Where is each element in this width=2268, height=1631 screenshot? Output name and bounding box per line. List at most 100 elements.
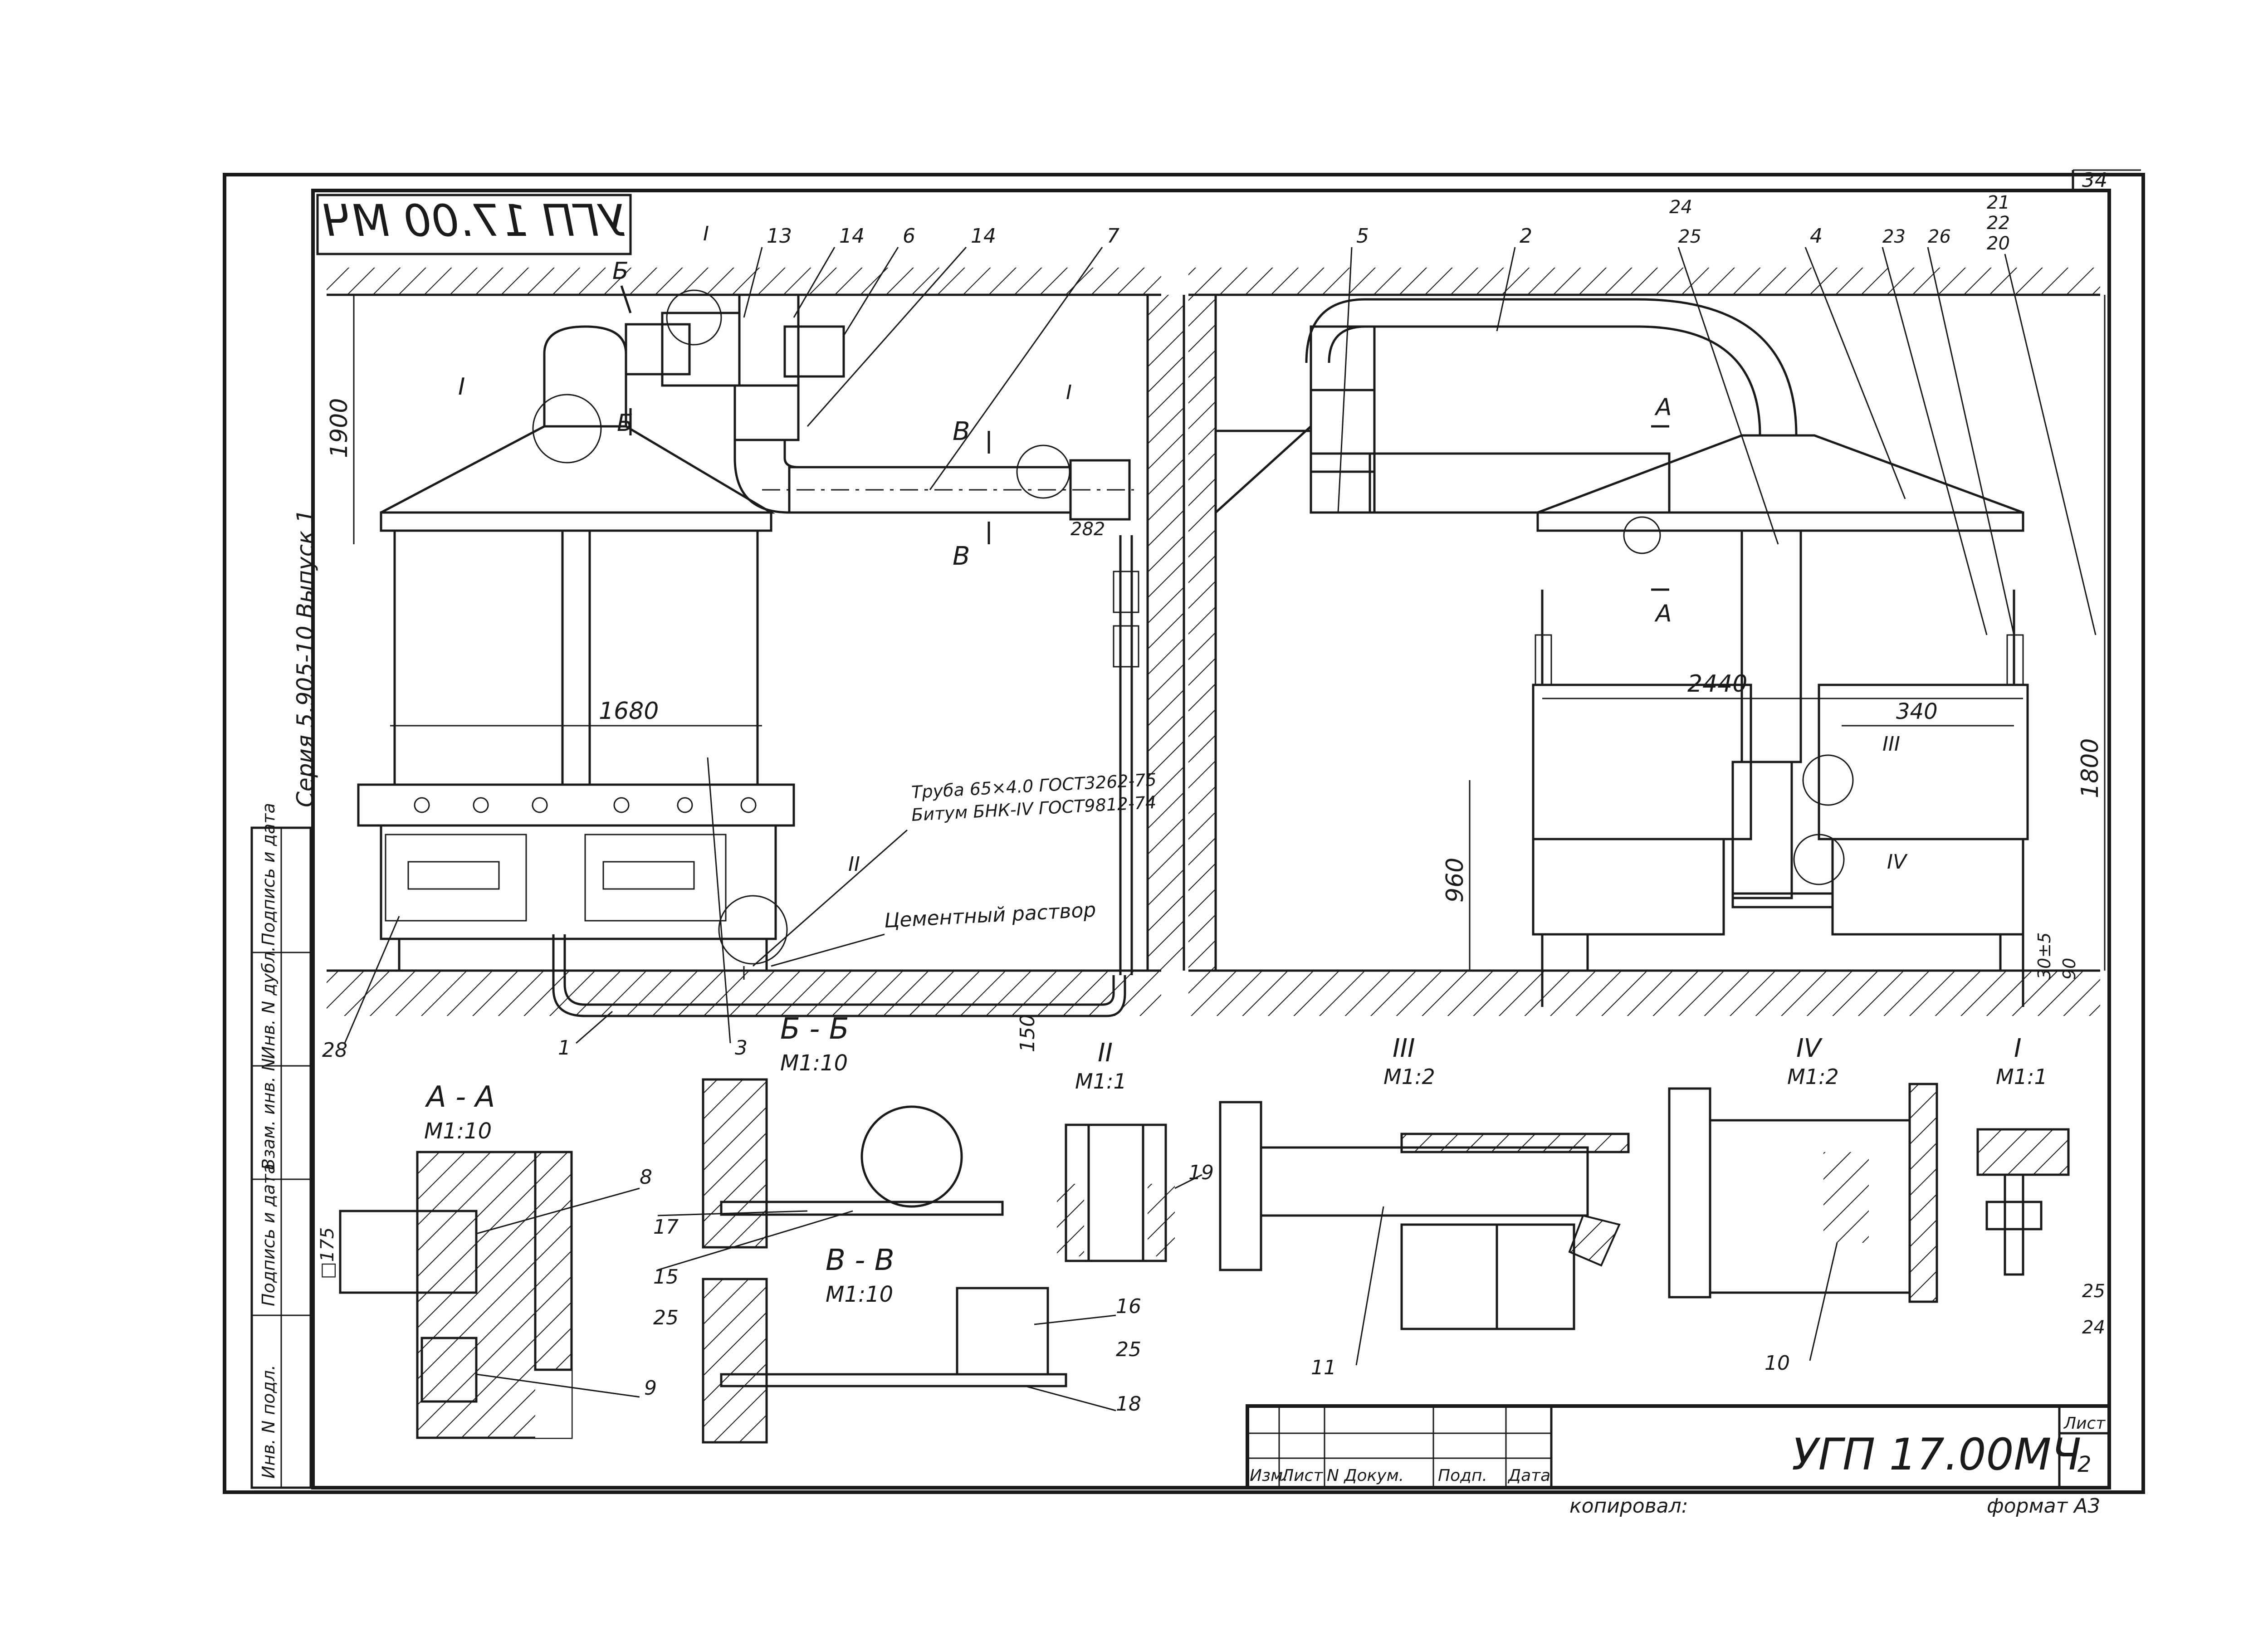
detail-III-scale: М1:2 [1383, 1065, 1435, 1089]
stamp-replace-inv: Взам. инв. N [259, 1058, 279, 1170]
mark-III-right: III [1882, 732, 1900, 756]
callout-10: 10 [1765, 1352, 1790, 1375]
detail-III-title: III [1393, 1034, 1415, 1063]
section-A-A: А - А М1:10 8 9 □175 [317, 1080, 657, 1439]
callout-28: 28 [322, 1039, 347, 1062]
detail-IV-title: IV [1796, 1034, 1823, 1063]
dim-340: 340 [1896, 699, 1938, 724]
callout-7: 7 [1107, 225, 1119, 248]
detail-I-title: I [2014, 1034, 2022, 1063]
tb-header-sheet: Лист [1281, 1466, 1323, 1485]
dim-30: 30±5 [2034, 933, 2054, 980]
section-V-V-title: В - В [826, 1244, 894, 1277]
mark-B-top: Б [612, 258, 629, 285]
series-note: Серия 5.905-10 Выпуск 1 [292, 509, 318, 807]
callout-22: 22 [1987, 213, 2010, 234]
callout-21: 21 [1987, 192, 2010, 213]
dim-1680: 1680 [599, 698, 659, 725]
dim-1900: 1900 [326, 398, 353, 458]
callout-24-top: 24 [1669, 197, 1692, 218]
mark-I-top: I [703, 222, 709, 245]
detail-II-title: II [1098, 1038, 1113, 1068]
right-elevation: 2440 340 960 1800 30±5 90 А А III IV [1215, 295, 2106, 1007]
callout-25-left: 25 [653, 1306, 679, 1329]
tb-header-date: Дата [1507, 1466, 1550, 1485]
detail-I: I М1:1 25 24 [1976, 1034, 2105, 1338]
title-block: Изм. Лист N Докум. Подп. Дата УГП 17.00М… [1246, 1404, 2111, 1518]
tb-header-sign: Подп. [1438, 1466, 1487, 1485]
mark-B-mid: Б [617, 410, 633, 437]
detail-IV: IV М1:2 10 [1668, 1034, 1938, 1375]
mirror-code-box: УГП 17.00 МЧ [316, 194, 632, 255]
callout-1: 1 [558, 1036, 571, 1060]
mark-A-bottom: А [1654, 600, 1672, 627]
callout-24-detail: 24 [2082, 1317, 2105, 1338]
dim-960: 960 [1442, 858, 1469, 903]
callout-15: 15 [653, 1265, 679, 1289]
cement-label: Цементный раствор [884, 899, 1097, 933]
stamp-inv-original: Инв. N подл. [259, 1365, 279, 1479]
mark-A-top: А [1654, 394, 1672, 421]
tb-header-doc: N Докум. [1327, 1466, 1404, 1485]
callout-17: 17 [653, 1216, 679, 1239]
callout-8: 8 [640, 1166, 652, 1189]
callout-25-right: 25 [1116, 1338, 1141, 1361]
section-V-V-scale: М1:10 [826, 1282, 893, 1307]
callout-14a: 14 [839, 225, 865, 248]
callout-18: 18 [1116, 1392, 1141, 1416]
callout-14b: 14 [971, 225, 996, 248]
callout-6: 6 [903, 225, 915, 248]
callout-13: 13 [767, 225, 792, 248]
callout-25-detail: 25 [2082, 1281, 2105, 1302]
detail-III: III М1:2 11 [1219, 1034, 1630, 1379]
building-structure [327, 268, 2100, 1016]
dim-1800: 1800 [2077, 738, 2104, 798]
stamp-sign-date-1: Подпись и дата [259, 1163, 279, 1306]
callout-5: 5 [1356, 225, 1369, 248]
page-number: 34 [2082, 169, 2107, 192]
detail-I-scale: М1:1 [1996, 1065, 2048, 1089]
mark-I-left: I [458, 373, 465, 400]
section-B-B: Б - Б М1:10 17 15 25 [653, 1012, 1004, 1329]
sheet-number: 2 [2077, 1452, 2092, 1477]
callout-11: 11 [1311, 1356, 1336, 1379]
section-A-A-scale: М1:10 [424, 1118, 492, 1144]
dim-282: 282 [1070, 519, 1105, 540]
callout-2: 2 [1520, 225, 1532, 248]
tb-header-change: Изм. [1250, 1466, 1288, 1485]
mark-II-left: II [848, 853, 860, 876]
drawing-code: УГП 17.00МЧ [1792, 1429, 2081, 1480]
detail-II-scale: М1:1 [1075, 1069, 1127, 1094]
mark-V-top: В [953, 417, 970, 446]
detail-II: II М1:1 19 [1057, 1038, 1214, 1262]
callout-3: 3 [735, 1036, 748, 1060]
section-A-A-title: А - А [425, 1080, 495, 1114]
sheet-frame: 34 [223, 169, 2145, 1494]
section-B-B-scale: М1:10 [780, 1050, 848, 1076]
callout-23: 23 [1882, 226, 1906, 247]
dim-90: 90 [2059, 958, 2079, 980]
mark-V-bottom: В [953, 542, 970, 571]
stamp-inv-duplicate: Инв. N дубл. [259, 946, 279, 1059]
dim-175: □175 [317, 1227, 338, 1279]
side-stamp: Инв. N подл. Подпись и дата Взам. инв. N… [250, 509, 318, 1489]
callouts: 13 14 6 14 7 5 2 24 25 4 23 26 21 22 20 … [322, 192, 2097, 1062]
sheet-label: Лист [2063, 1414, 2106, 1433]
stamp-sign-date-2: Подпись и дата [259, 803, 279, 946]
detail-circle-II [718, 895, 788, 965]
mark-IV-right: IV [1887, 850, 1908, 874]
dim-150: 150 [1016, 1014, 1039, 1052]
copied-label: копировал: [1569, 1494, 1688, 1518]
callout-20: 20 [1987, 233, 2010, 254]
callout-4: 4 [1810, 225, 1823, 248]
detail-IV-scale: М1:2 [1787, 1065, 1839, 1089]
callout-26: 26 [1928, 226, 1951, 247]
mark-I-duct: I [1066, 381, 1072, 404]
callout-19: 19 [1188, 1161, 1214, 1184]
detail-circle-I-left [532, 394, 602, 464]
mirror-code-text: УГП 17.00 МЧ [323, 195, 626, 246]
format-label: формат А3 [1987, 1494, 2100, 1518]
section-B-B-title: Б - Б [780, 1012, 849, 1046]
